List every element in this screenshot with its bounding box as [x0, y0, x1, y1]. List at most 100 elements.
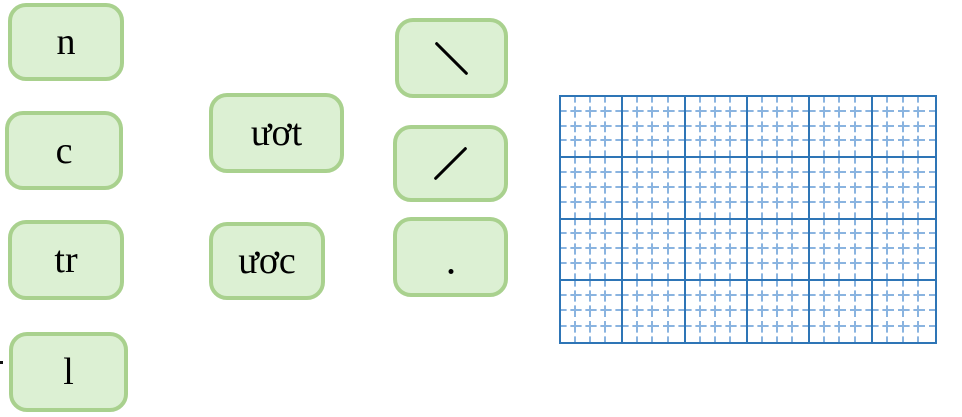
grid-subcell [763, 326, 779, 342]
grid-subcell [686, 141, 701, 157]
grid-subcell [856, 203, 871, 218]
grid-subcell [591, 219, 607, 235]
grid-subcell [763, 187, 779, 203]
grid-subcell [701, 141, 716, 157]
grid-subcell [591, 263, 607, 279]
grid-subcell [685, 97, 701, 112]
grid-subcell [576, 296, 592, 312]
grid-subcell [561, 249, 577, 264]
grid-subcell [793, 281, 809, 297]
grid-subcell [778, 141, 794, 157]
grid-subcell [763, 249, 779, 264]
grid-subcell [638, 311, 654, 327]
grid-subcell [668, 158, 684, 174]
grid-subcell [653, 326, 669, 342]
grid-subcell [778, 202, 794, 218]
grid-subcell [778, 111, 794, 127]
grid-subcell [561, 202, 577, 218]
grid-subcell [810, 311, 826, 327]
grid-subcell [576, 158, 592, 174]
grid-subcell [606, 220, 622, 235]
grid-subcell [778, 296, 794, 312]
grid-subcell [778, 263, 794, 279]
grid-subcell [576, 97, 592, 112]
grid-subcell [731, 327, 746, 342]
grid-subcell [623, 249, 639, 264]
grid-cell [561, 219, 624, 281]
grid-subcell [825, 296, 841, 312]
tile-rime-uot[interactable]: ươt [209, 93, 344, 173]
grid-subcell [840, 249, 856, 264]
grid-subcell [747, 111, 764, 127]
grid-subcell [653, 263, 669, 279]
dot-tone-icon [448, 269, 453, 275]
grid-subcell [825, 263, 841, 279]
grid-subcell [668, 188, 684, 203]
grid-subcell [623, 111, 639, 127]
grid-subcell [903, 311, 920, 327]
grid-subcell [623, 311, 639, 327]
grid-subcell [576, 187, 592, 203]
grid-cell [685, 280, 748, 342]
grid-subcell [810, 173, 826, 188]
grid-subcell [700, 111, 716, 127]
grid-subcell [606, 327, 621, 342]
grid-subcell [715, 187, 731, 203]
grid-cell [685, 158, 748, 220]
grid-subcell [778, 280, 794, 297]
grid-subcell [623, 158, 639, 174]
grid-subcell [903, 158, 920, 174]
grid-subcell [715, 158, 731, 174]
grid-subcell [888, 97, 904, 112]
tile-onset-c[interactable]: c [5, 111, 123, 190]
tile-tone-dot[interactable] [393, 217, 508, 297]
grid-subcell [825, 280, 841, 297]
grid-subcell [855, 281, 871, 297]
grid-subcell [840, 158, 856, 174]
grid-subcell [855, 188, 871, 203]
grid-subcell [731, 203, 746, 218]
tile-rime-uoc[interactable]: ươc [209, 222, 325, 300]
tile-tone-acute[interactable] [393, 125, 508, 202]
grid-subcell [919, 141, 935, 156]
grid-subcell [825, 187, 841, 203]
grid-subcell [747, 158, 764, 174]
grid-subcell [873, 326, 889, 342]
grid-subcell [700, 249, 716, 264]
tile-onset-tr[interactable]: tr [8, 220, 124, 300]
grid-subcell [623, 296, 639, 312]
grid-subcell [793, 97, 809, 112]
grid-subcell [716, 263, 731, 279]
grid-subcell [810, 326, 826, 342]
grid-subcell [715, 280, 731, 297]
grid-subcell [903, 280, 920, 297]
grid-subcell [561, 311, 577, 327]
tile-label: l [63, 351, 74, 393]
grid-subcell [919, 203, 935, 218]
grid-subcell [810, 280, 826, 297]
tile-onset-l[interactable]: l [9, 332, 128, 412]
grid-subcell [793, 249, 809, 264]
grid-subcell [855, 249, 871, 264]
grid-subcell [653, 187, 669, 203]
grid-subcell [840, 326, 856, 342]
grid-subcell [623, 126, 639, 142]
tile-onset-n[interactable]: n [8, 3, 124, 81]
grid-subcell [793, 220, 809, 235]
grid-subcell [903, 234, 920, 250]
grid-subcell [825, 158, 841, 174]
grid-subcell [888, 187, 904, 203]
grid-subcell [872, 126, 889, 142]
grid-cell [623, 280, 686, 342]
grid-subcell [606, 173, 622, 188]
grid-subcell [747, 280, 764, 297]
grid-subcell [825, 219, 841, 235]
grid-cell [810, 158, 873, 220]
grid-subcell [715, 219, 731, 235]
tile-tone-grave[interactable] [395, 18, 508, 98]
grid-subcell [685, 311, 701, 327]
grid-subcell [840, 97, 856, 112]
grid-subcell [793, 141, 808, 156]
grid-subcell [730, 234, 746, 250]
grid-subcell [747, 311, 764, 327]
